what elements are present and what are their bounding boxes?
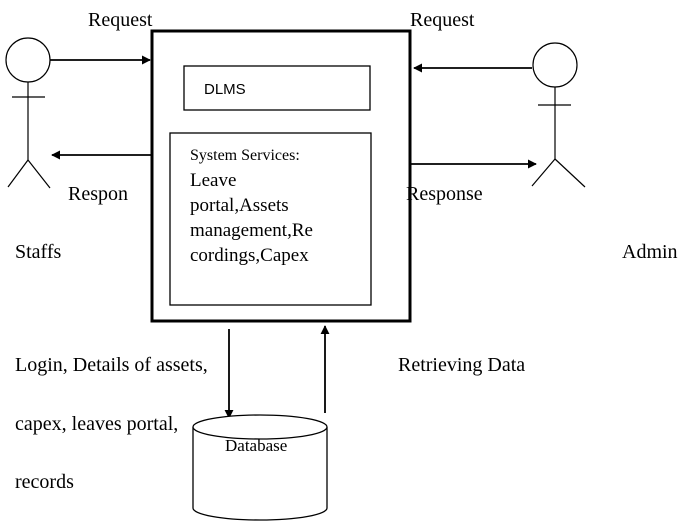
dlms-title: DLMS — [204, 81, 246, 98]
admin-label: Admin — [622, 241, 678, 263]
staffs-response-label: Respon — [68, 183, 128, 205]
retrieve-data-label: Retrieving Data — [398, 354, 526, 376]
dlms-box — [183, 65, 371, 111]
services-line: portal,Assets — [190, 195, 289, 216]
services-line: cordings,Capex — [190, 245, 309, 266]
admin-response-label: Response — [406, 183, 483, 205]
staffs-request-label: Request — [88, 9, 153, 31]
store-data-label-line: records — [15, 471, 74, 493]
database-label: Database — [225, 436, 288, 455]
system-box — [150, 29, 412, 323]
store-data-label-line: capex, leaves portal, — [15, 413, 179, 435]
admin-actor-icon — [531, 42, 586, 188]
services-heading: System Services: — [190, 147, 300, 164]
admin-request-label: Request — [410, 9, 475, 31]
services-line: Leave — [190, 170, 237, 191]
staffs-actor-icon — [5, 37, 51, 189]
staffs-label: Staffs — [15, 241, 62, 263]
database-cylinder-icon — [192, 414, 328, 521]
services-line: management,Re — [190, 220, 313, 241]
services-box — [169, 132, 372, 306]
store-data-label-line: Login, Details of assets, — [15, 354, 208, 376]
system-services-text: System Services: Leave portal,Assets man… — [190, 144, 368, 268]
